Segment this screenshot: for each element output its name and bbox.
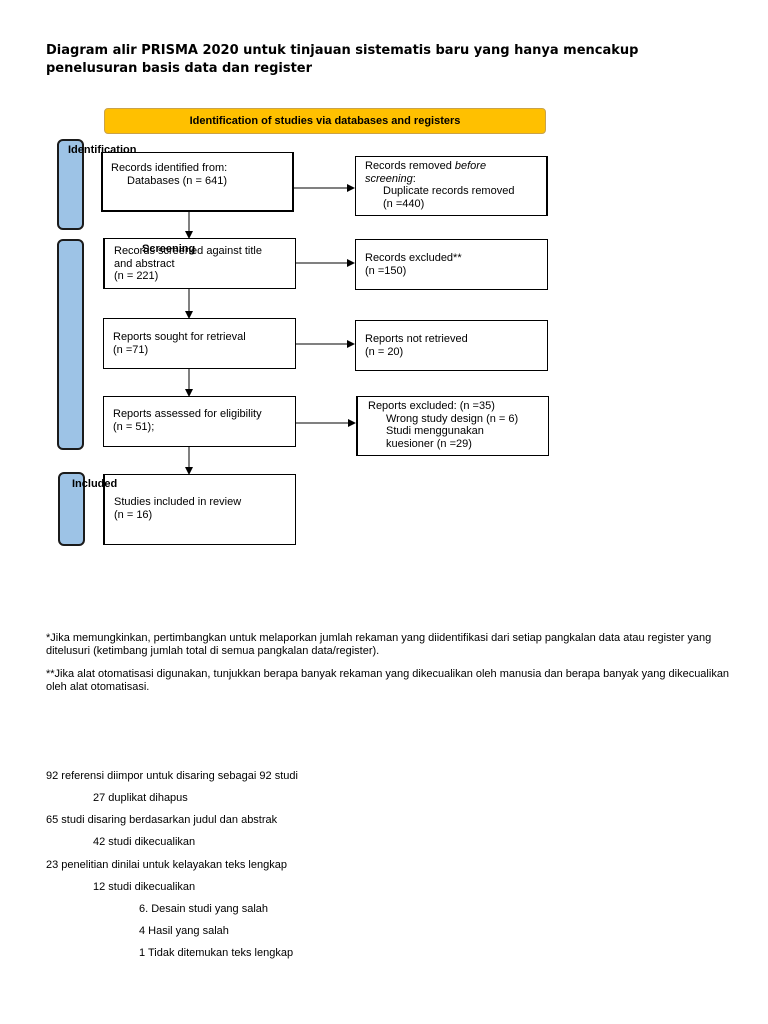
studies-included-label: Studies included in review (114, 496, 242, 508)
studies-included-box: Studies included in review (n = 16) (103, 474, 296, 545)
reports-sought-count: (n =71) (113, 343, 149, 356)
note-dikecualikan-42: 42 studi dikecualikan (93, 836, 196, 848)
note-desain-salah: 6. Desain studi yang salah (139, 903, 269, 915)
phase-label-identification: Identification (68, 144, 137, 156)
records-removed-heading: Records removed before (365, 160, 487, 172)
phase-bar-included (58, 472, 85, 546)
note-disaring: 65 studi disaring berdasarkan judul dan … (46, 814, 278, 826)
note-tidak-ditemukan: 1 Tidak ditemukan teks lengkap (139, 947, 294, 959)
reports-assessed-count: (n = 51); (113, 420, 155, 433)
records-identified-box: Records identified from: Databases (n = … (101, 152, 294, 212)
reports-excluded-label: Reports excluded: (n =35) (368, 400, 495, 412)
records-removed-box: Records removed before screening: Duplic… (355, 156, 548, 216)
note-hasil-salah: 4 Hasil yang salah (139, 925, 229, 937)
records-removed-count: (n =440) (383, 197, 425, 210)
note-referensi: 92 referensi diimpor untuk disaring seba… (46, 770, 298, 782)
reports-not-retrieved-count: (n = 20) (365, 345, 404, 358)
note-dikecualikan-12: 12 studi dikecualikan (93, 881, 196, 893)
footnote-1: *Jika memungkinkan, pertimbangkan untuk … (46, 632, 712, 657)
records-identified-label: Records identified from: (111, 162, 228, 174)
page-title: Diagram alir PRISMA 2020 untuk tinjauan … (46, 43, 639, 76)
records-screened-label: Records screened against title (114, 245, 262, 257)
records-excluded-box: Records excluded** (n =150) (355, 239, 548, 290)
records-removed-duplicates: Duplicate records removed (383, 185, 515, 197)
reports-excluded-questionnaire-count: kuesioner (n =29) (386, 437, 472, 450)
reports-excluded-wrong-design: Wrong study design (n = 6) (386, 412, 519, 425)
records-screened-label-cont: and abstract (114, 257, 175, 270)
reports-sought-box: Reports sought for retrieval (n =71) (103, 318, 296, 369)
phase-bar-identification (57, 139, 84, 230)
records-identified-databases: Databases (n = 641) (127, 174, 227, 187)
identification-banner: Identification of studies via databases … (104, 108, 546, 134)
reports-not-retrieved-label: Reports not retrieved (365, 333, 468, 345)
reports-sought-label: Reports sought for retrieval (113, 331, 246, 343)
reports-excluded-questionnaire: Studi menggunakan (386, 425, 484, 437)
footnote-2: **Jika alat otomatisasi digunakan, tunju… (46, 668, 730, 693)
phase-bar-screening (57, 239, 84, 450)
phase-label-screening: Screening (142, 243, 196, 255)
reports-excluded-box: Reports excluded: (n =35) Wrong study de… (356, 396, 549, 456)
records-screened-count: (n = 221) (114, 270, 159, 282)
records-excluded-count: (n =150) (365, 264, 407, 277)
reports-not-retrieved-box: Reports not retrieved (n = 20) (355, 320, 548, 371)
records-screened-box: Records screened against title and abstr… (103, 238, 296, 289)
studies-included-count: (n = 16) (114, 508, 153, 521)
records-removed-subheading: screening: (365, 172, 416, 185)
note-kelayakan: 23 penelitian dinilai untuk kelayakan te… (46, 859, 287, 871)
records-excluded-label: Records excluded** (365, 252, 462, 264)
reports-assessed-box: Reports assessed for eligibility (n = 51… (103, 396, 296, 447)
reports-assessed-label: Reports assessed for eligibility (113, 408, 262, 420)
note-duplikat: 27 duplikat dihapus (93, 792, 188, 804)
phase-label-included: Included (72, 478, 118, 490)
